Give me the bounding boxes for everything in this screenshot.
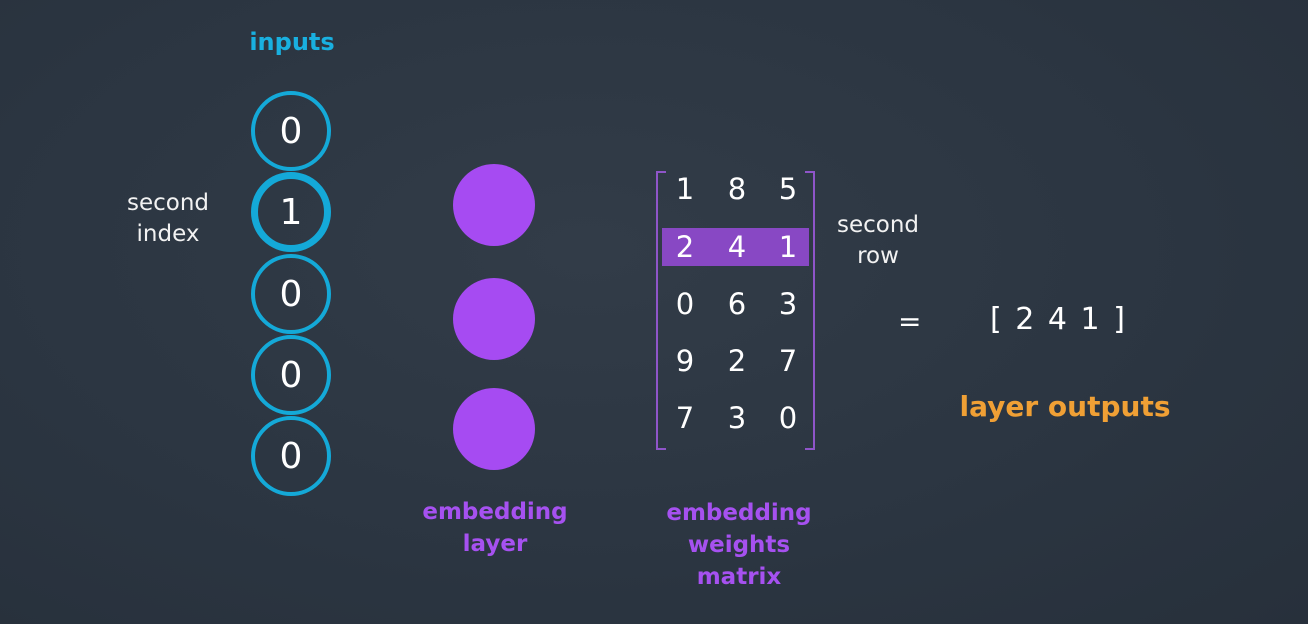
matrix-cell: 0	[778, 401, 798, 435]
embedding-node	[453, 388, 535, 470]
inputs-title: inputs	[249, 28, 335, 56]
embedding-node	[453, 164, 535, 246]
input-value: 0	[279, 354, 303, 396]
embedding-layer-line2: layer	[462, 531, 528, 557]
matrix-cell: 1	[675, 172, 695, 206]
input-value: 0	[279, 435, 303, 477]
output-value: 2	[1015, 302, 1037, 337]
equals-sign: =	[898, 305, 922, 338]
matrix-cell: 9	[675, 344, 695, 378]
input-node-4: 0	[251, 416, 331, 496]
weights-matrix-line1: embedding	[666, 500, 812, 526]
matrix-row-highlight	[662, 228, 809, 266]
output-value: 4	[1047, 302, 1069, 337]
embedding-layer-label: embedding layer	[410, 496, 580, 560]
matrix-cell: 7	[778, 344, 798, 378]
input-node-2: 0	[251, 254, 331, 334]
vector-open-bracket: [	[990, 302, 1004, 337]
matrix-cell: 3	[727, 401, 747, 435]
weights-matrix-line2: weights	[687, 532, 791, 558]
input-node-3: 0	[251, 335, 331, 415]
matrix-cell: 5	[778, 172, 798, 206]
matrix-cell: 6	[727, 287, 747, 321]
input-value: 0	[279, 273, 303, 315]
matrix-cell: 8	[727, 172, 747, 206]
second-index-label: second index	[110, 188, 226, 250]
weights-matrix-label: embedding weights matrix	[650, 497, 828, 593]
layer-outputs-label: layer outputs	[959, 390, 1171, 423]
matrix-cell-highlighted: 2	[675, 230, 695, 264]
second-row-line1: second	[836, 212, 920, 238]
input-value: 1	[279, 191, 303, 233]
matrix-cell-highlighted: 4	[727, 230, 747, 264]
matrix-cell: 2	[727, 344, 747, 378]
matrix-cell: 7	[675, 401, 695, 435]
embedding-node	[453, 278, 535, 360]
embedding-layer-line1: embedding	[422, 499, 568, 525]
input-value: 0	[279, 110, 303, 152]
matrix-left-bracket	[656, 171, 666, 450]
vector-close-bracket: ]	[1113, 302, 1127, 337]
matrix-right-bracket	[805, 171, 815, 450]
input-node-1-active: 1	[251, 172, 331, 252]
matrix-cell-highlighted: 1	[778, 230, 798, 264]
output-value: 1	[1080, 302, 1102, 337]
second-index-line1: second	[126, 190, 210, 216]
weights-matrix-line3: matrix	[696, 564, 782, 590]
second-row-line2: row	[857, 243, 899, 269]
matrix-cell: 0	[675, 287, 695, 321]
input-node-0: 0	[251, 91, 331, 171]
second-row-label: second row	[826, 210, 930, 272]
second-index-line2: index	[136, 221, 200, 247]
output-vector: [ 2 4 1 ]	[990, 302, 1127, 337]
matrix-cell: 3	[778, 287, 798, 321]
